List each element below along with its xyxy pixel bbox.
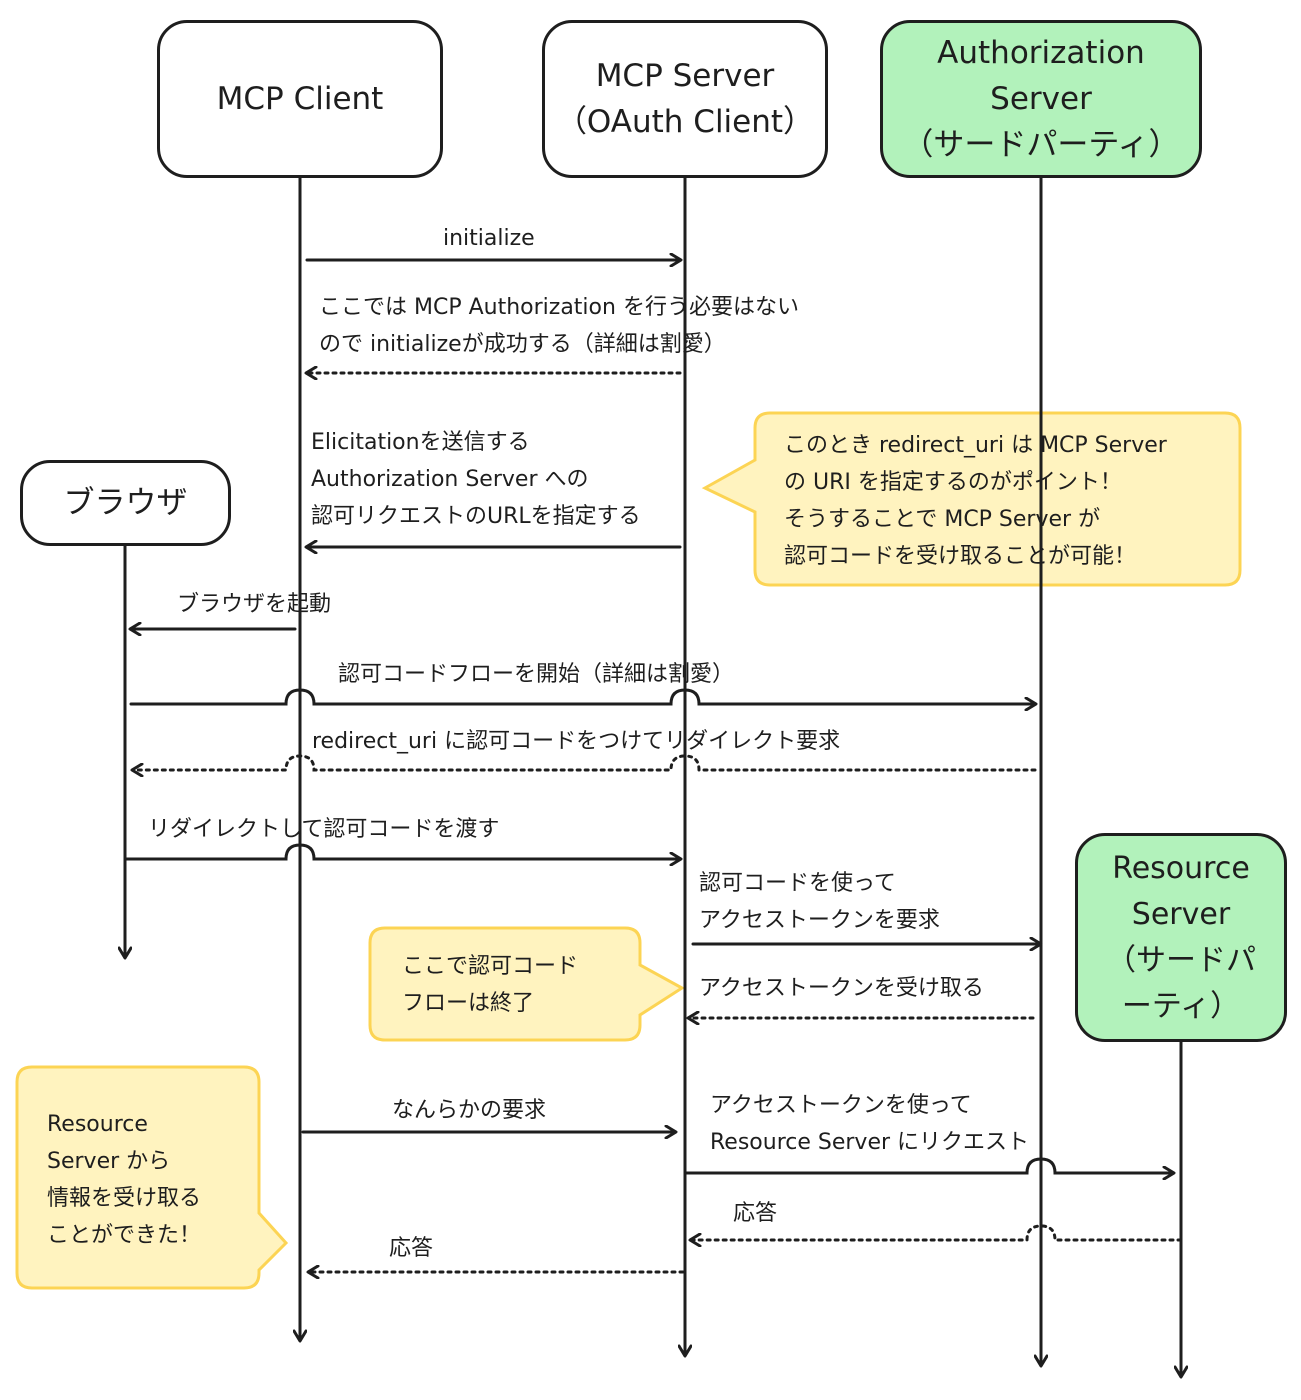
label-resource-response: 応答	[733, 1201, 778, 1226]
arrow-pass-auth-code	[123, 843, 680, 859]
label-launch-browser: ブラウザを起動	[177, 592, 332, 617]
note-resource-received: Resource Server から 情報を受け取る ことができた！	[47, 1112, 202, 1248]
actor-mcp-server: MCP Server （OAuth Client）	[542, 20, 828, 178]
arrow-resource-response	[691, 1224, 1183, 1240]
note-bubble-flow-end	[368, 926, 685, 1042]
label-initialize-response: ここでは MCP Authorization を行う必要はない ので initi…	[319, 295, 799, 357]
note-bubble-resource-received	[15, 1065, 289, 1290]
note-bubble-redirect-uri	[701, 411, 1242, 587]
label-start-auth-flow: 認可コードフローを開始（詳細は割愛）	[338, 662, 735, 687]
actor-mcp-client: MCP Client	[157, 20, 443, 178]
label-some-request: なんらかの要求	[392, 1098, 547, 1123]
actor-resource-server: Resource Server （サードパ ーティ）	[1075, 833, 1287, 1042]
label-receive-token: アクセストークンを受け取る	[699, 976, 984, 1001]
note-flow-end: ここで認可コード フローは終了	[402, 954, 579, 1016]
actor-authorization-server: Authorization Server （サードパーティ）	[880, 20, 1202, 178]
label-resource-request: アクセストークンを使って Resource Server にリクエスト	[710, 1093, 1030, 1155]
arrow-redirect-request	[133, 754, 1037, 770]
label-elicitation: Elicitationを送信する Authorization Server への…	[311, 430, 641, 529]
arrow-resource-request	[683, 1157, 1173, 1173]
label-initialize: initialize	[443, 226, 535, 251]
label-request-token: 認可コードを使って アクセストークンを要求	[699, 871, 940, 933]
arrow-start-auth-flow	[129, 688, 1035, 704]
actor-browser: ブラウザ	[20, 460, 231, 546]
label-pass-auth-code: リダイレクトして認可コードを渡す	[148, 817, 500, 842]
note-redirect-uri: このとき redirect_uri は MCP Server の URI を指定…	[784, 433, 1167, 569]
label-redirect-request: redirect_uri に認可コードをつけてリダイレクト要求	[312, 729, 841, 754]
label-final-response: 応答	[389, 1236, 434, 1261]
